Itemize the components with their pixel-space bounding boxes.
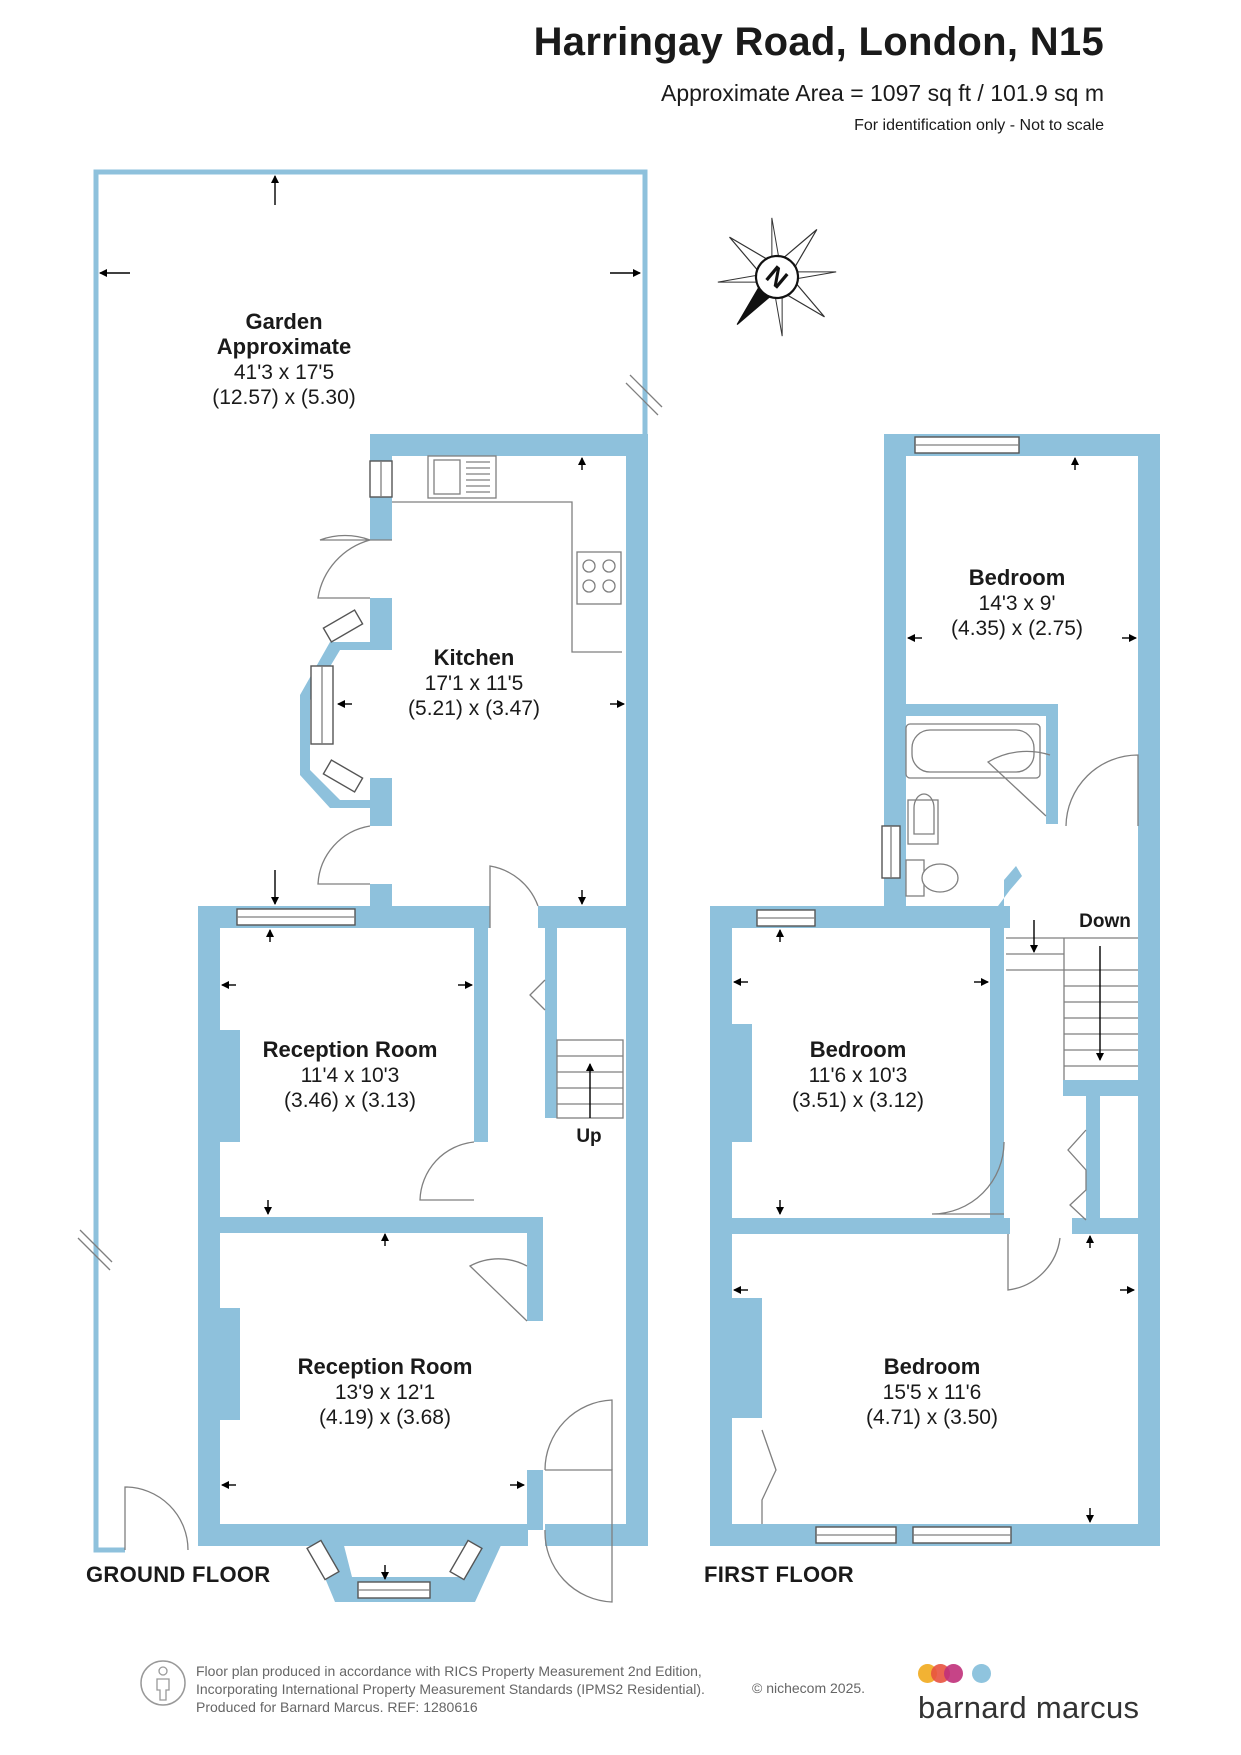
bedroom2-metric: (3.51) x (3.12) — [792, 1089, 924, 1112]
landing-cupboard-door — [1067, 1129, 1087, 1221]
north-compass-icon: N — [717, 217, 837, 337]
bedroom3-imperial: 15'5 x 11'6 — [883, 1381, 982, 1404]
first-floor-fixtures — [756, 436, 1139, 1544]
reception2-name: Reception Room — [298, 1354, 473, 1379]
reception1-name: Reception Room — [263, 1037, 438, 1062]
bedroom3-name: Bedroom — [884, 1354, 981, 1379]
bathroom-door — [986, 750, 1051, 817]
approximate-area: Approximate Area = 1097 sq ft / 101.9 sq… — [660, 80, 1104, 106]
wardrobe-door — [761, 1429, 777, 1524]
reception2-metric: (4.19) x (3.68) — [319, 1406, 451, 1429]
toilet-cistern — [905, 859, 925, 897]
kitchen-name: Kitchen — [434, 645, 515, 670]
reception2-door — [468, 1258, 528, 1322]
hob — [576, 551, 622, 605]
reception1-metric: (3.46) x (3.13) — [284, 1089, 416, 1112]
bedroom2-door — [931, 1141, 1005, 1215]
garden-boundary — [77, 169, 663, 1553]
footer-disclaimer: Floor plan produced in accordance with R… — [196, 1662, 705, 1716]
ground-floor-fixtures — [236, 455, 624, 1603]
bedroom2-name: Bedroom — [810, 1037, 907, 1062]
kitchen-imperial: 17'1 x 11'5 — [425, 672, 524, 695]
front-door — [544, 1399, 613, 1471]
ground-floor-label: GROUND FLOOR — [86, 1562, 270, 1587]
room-labels: Garden Approximate 41'3 x 17'5 (12.57) x… — [86, 309, 1131, 1587]
scale-note: For identification only - Not to scale — [854, 117, 1104, 134]
first-floor-label: FIRST FLOOR — [704, 1562, 854, 1587]
reception2-imperial: 13'9 x 12'1 — [335, 1381, 435, 1404]
bedroom3-door — [1007, 1234, 1061, 1291]
basin — [907, 799, 939, 845]
toilet — [921, 863, 959, 893]
bedroom1-metric: (4.35) x (2.75) — [951, 617, 1083, 640]
property-title: Harringay Road, London, N15 — [533, 20, 1104, 64]
ground-floor-stairs — [529, 979, 624, 1119]
stairs-up-label: Up — [576, 1126, 601, 1147]
stairs-down-label: Down — [1079, 911, 1131, 932]
garden-metric: (12.57) x (5.30) — [212, 386, 356, 409]
rics-person-icon — [140, 1660, 186, 1706]
kitchen-side-door-2 — [317, 825, 371, 885]
bedroom1-imperial: 14'3 x 9' — [979, 592, 1056, 615]
first-floor-stairs — [1006, 920, 1138, 1080]
garden-imperial: 41'3 x 17'5 — [234, 361, 334, 384]
footer-line-3: Produced for Barnard Marcus. REF: 128061… — [196, 1699, 478, 1715]
bedroom3-metric: (4.71) x (3.50) — [866, 1406, 998, 1429]
copyright-text: © nichecom 2025. — [752, 1680, 866, 1696]
brand-logo: barnard marcus — [918, 1690, 1140, 1725]
reception1-imperial: 11'4 x 10'3 — [301, 1064, 400, 1087]
bedroom2-imperial: 11'6 x 10'3 — [809, 1064, 908, 1087]
first-floor-walls — [710, 434, 1160, 1546]
kitchen-inner-door — [489, 865, 539, 928]
garden-name: Garden — [245, 309, 322, 334]
bedroom1-door — [1065, 754, 1139, 827]
measurement-arrows — [99, 175, 1137, 1580]
kitchen-side-door-1 — [319, 534, 392, 541]
garden-name-qualifier: Approximate — [217, 334, 351, 359]
kitchen-metric: (5.21) x (3.47) — [408, 697, 540, 720]
garden-gate — [124, 1486, 189, 1551]
brand-dot-4 — [972, 1664, 991, 1683]
reception1-door — [419, 1141, 475, 1201]
brand-dot-3 — [944, 1664, 963, 1683]
bedroom1-name: Bedroom — [969, 565, 1066, 590]
footer-line-2: Incorporating International Property Mea… — [196, 1681, 705, 1697]
footer-line-1: Floor plan produced in accordance with R… — [196, 1663, 702, 1679]
